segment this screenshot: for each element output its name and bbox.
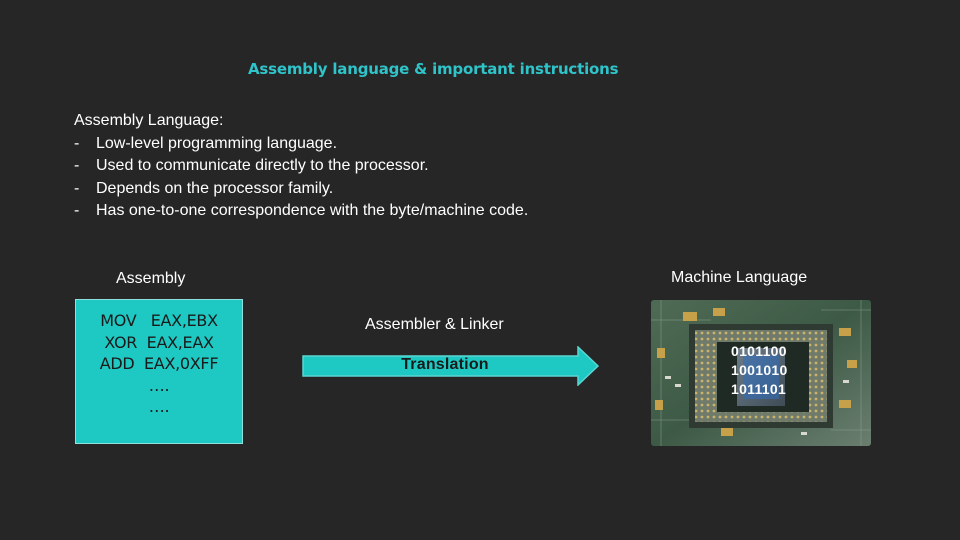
binary-code: 0101100 1001010 1011101 <box>731 342 788 399</box>
assembly-code-box: MOV EAX,EBX XOR EAX,EAX ADD EAX,0XFF …. … <box>75 299 243 444</box>
code-line: …. <box>148 375 170 395</box>
code-line: XOR EAX,EAX <box>104 332 214 352</box>
slide-title: Assembly language & important instructio… <box>248 60 619 78</box>
translation-arrow-icon <box>302 346 600 386</box>
assembly-label: Assembly <box>116 270 186 287</box>
bullet-marker: - <box>74 202 80 219</box>
binary-line: 0101100 <box>731 343 787 359</box>
bullet-text: Low-level programming language. <box>96 134 338 152</box>
bullet-item: - Depends on the processor family. <box>74 178 528 201</box>
intro-block: Assembly Language: - Low-level programmi… <box>74 110 528 223</box>
bullet-text: Has one-to-one correspondence with the b… <box>96 202 529 219</box>
translation-label: Translation <box>401 356 489 373</box>
assembler-linker-label: Assembler & Linker <box>365 316 504 333</box>
machine-language-label: Machine Language <box>671 269 808 286</box>
binary-line: 1001010 <box>731 362 788 378</box>
code-line: ADD EAX,0XFF <box>99 354 219 373</box>
code-line: …. <box>148 397 170 416</box>
bullet-marker: - <box>74 179 80 197</box>
code-listing: MOV EAX,EBX XOR EAX,EAX ADD EAX,0XFF …. … <box>76 310 242 418</box>
bullet-text: Depends on the processor family. <box>96 179 334 197</box>
code-line: MOV EAX,EBX <box>100 311 218 330</box>
bullet-marker: - <box>74 134 80 152</box>
bullet-text: Used to communicate directly to the proc… <box>96 157 429 174</box>
processor-chip-image <box>651 300 871 446</box>
cpu-chip-icon <box>651 300 871 446</box>
bullet-item: - Low-level programming language. <box>74 133 528 156</box>
bullet-marker: - <box>74 157 80 174</box>
intro-heading: Assembly Language: <box>74 112 224 129</box>
bullet-item: - Has one-to-one correspondence with the… <box>74 200 528 223</box>
binary-line: 1011101 <box>731 381 787 397</box>
bullet-item: - Used to communicate directly to the pr… <box>74 155 528 178</box>
